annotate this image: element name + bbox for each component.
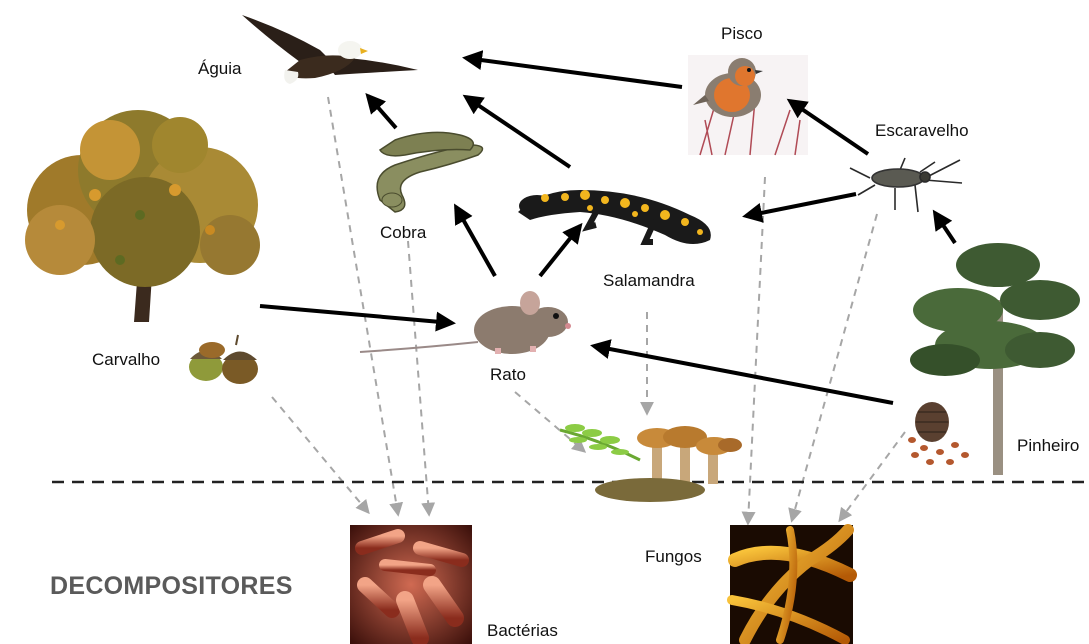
label-cobra: Cobra: [380, 223, 426, 243]
fungi-image: [730, 525, 853, 644]
decomp-arrow-aguia: [328, 97, 398, 514]
arrow-carvalho-rato: [260, 306, 452, 323]
arrow-rato-cobra: [456, 207, 495, 276]
decomp-arrow-carvalho: [272, 397, 368, 512]
label-bacterias: Bactérias: [487, 621, 558, 641]
label-fungos: Fungos: [645, 547, 702, 567]
oak-tree-image: [25, 110, 260, 322]
decomposition-arrows: [272, 97, 905, 523]
decomp-arrow-escaravelho: [792, 214, 877, 520]
salamander-image: [518, 190, 711, 244]
label-escaravelho: Escaravelho: [875, 121, 969, 141]
label-rato: Rato: [490, 365, 526, 385]
beetle-image: [850, 158, 962, 212]
mushrooms-fern-image: [560, 424, 742, 502]
arrow-pinheiro-rato: [594, 346, 893, 403]
label-pisco: Pisco: [721, 24, 763, 44]
arrow-escaravelho-salamandra: [746, 194, 856, 216]
decomposers-title: DECOMPOSITORES: [50, 572, 293, 601]
arrow-pinheiro-escaravelho: [935, 213, 955, 243]
pine-cone-image: [908, 402, 969, 465]
decomp-arrow-pisco: [748, 177, 765, 523]
arrow-cobra-aguia: [368, 96, 396, 128]
label-salamandra: Salamandra: [603, 271, 695, 291]
acorns-image: [189, 335, 258, 384]
snake-image: [377, 132, 482, 212]
arrow-rato-salamandra: [540, 226, 580, 276]
label-aguia: Águia: [198, 59, 241, 79]
bacteria-image: [350, 525, 472, 644]
eagle-image: [242, 15, 418, 84]
decomp-arrow-pinheiro: [840, 432, 905, 520]
mouse-image: [360, 291, 571, 354]
decomp-arrow-cobra: [408, 241, 429, 514]
label-carvalho: Carvalho: [92, 350, 160, 370]
label-pinheiro: Pinheiro: [1017, 436, 1079, 456]
arrow-pisco-aguia: [466, 58, 682, 87]
robin-image: [688, 55, 808, 155]
arrow-salamandra-aguia: [466, 97, 570, 167]
